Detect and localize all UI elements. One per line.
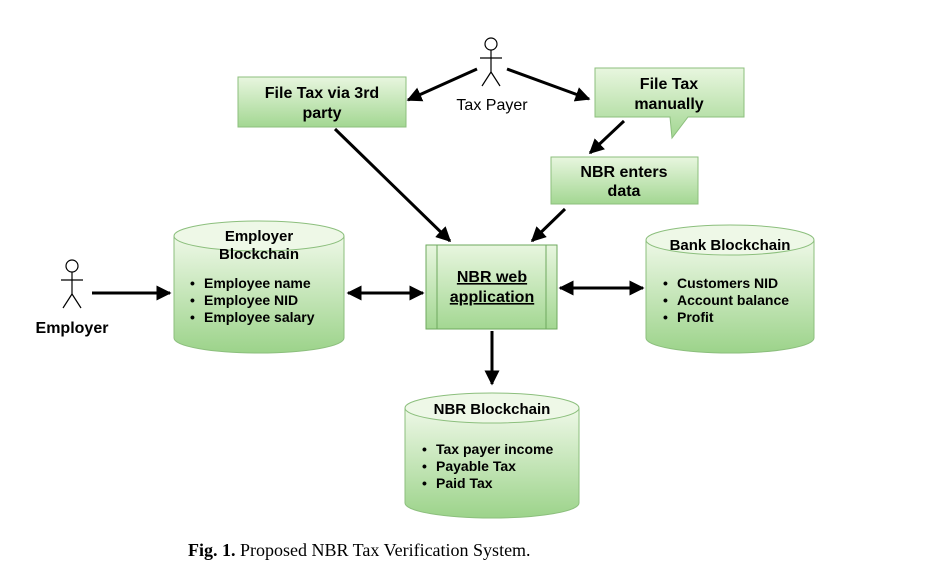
bullet-icon: • <box>663 309 668 325</box>
arrow-3rd-party-to-web-app <box>333 127 452 243</box>
bank-blockchain-title: Bank Blockchain <box>670 237 791 254</box>
file-tax-3rd-party-line1: File Tax via 3rd <box>265 85 379 102</box>
arrow-manual-to-nbr-enters <box>588 119 626 155</box>
bullet-icon: • <box>190 292 195 308</box>
file-tax-3rd-party-box: File Tax via 3rd party <box>237 76 407 128</box>
bullet-icon: • <box>422 458 427 474</box>
employer-blockchain-title-line1: Employer <box>225 228 294 245</box>
nbr-blockchain-database: NBR Blockchain • Tax payer income • Paya… <box>404 392 580 519</box>
tax-payer-label: Tax Payer <box>456 97 528 114</box>
list-item: Employee name <box>204 275 311 291</box>
employer-actor: Employer <box>36 259 109 337</box>
bank-blockchain-database: Bank Blockchain • Customers NID • Accoun… <box>645 224 815 354</box>
nbr-enters-data-line2: data <box>608 183 641 200</box>
bullet-icon: • <box>663 275 668 291</box>
bullet-icon: • <box>663 292 668 308</box>
connectors <box>92 67 645 386</box>
nbr-web-application-line2: application <box>450 289 534 306</box>
nbr-enters-data-line1: NBR enters <box>580 164 667 181</box>
arrow-nbr-enters-to-web-app <box>530 207 567 243</box>
employer-label: Employer <box>36 320 109 337</box>
list-item: Account balance <box>677 292 789 308</box>
nbr-web-application-line1: NBR web <box>457 269 527 286</box>
figure-caption-prefix: Fig. 1. <box>188 540 236 560</box>
nbr-web-application-box: NBR web application <box>425 244 558 330</box>
bullet-icon: • <box>190 309 195 325</box>
list-item: Profit <box>677 309 714 325</box>
nbr-enters-data-box: NBR enters data <box>550 156 699 205</box>
arrow-taxpayer-to-3rd-party <box>406 67 478 102</box>
tax-payer-actor: Tax Payer <box>456 37 528 114</box>
list-item: Employee NID <box>204 292 298 308</box>
bullet-icon: • <box>190 275 195 291</box>
list-item: Employee salary <box>204 309 315 325</box>
figure-caption-text: Proposed NBR Tax Verification System. <box>236 540 531 560</box>
employer-blockchain-title-line2: Blockchain <box>219 246 299 263</box>
stick-figure-icon <box>61 259 83 309</box>
file-tax-manually-line1: File Tax <box>640 76 698 93</box>
file-tax-manually-line2: manually <box>634 96 703 113</box>
nbr-blockchain-title: NBR Blockchain <box>434 401 551 418</box>
list-item: Payable Tax <box>436 458 516 474</box>
bullet-icon: • <box>422 475 427 491</box>
file-tax-manually-callout: File Tax manually <box>594 67 745 140</box>
stick-figure-icon <box>480 37 502 87</box>
figure-caption: Fig. 1. Proposed NBR Tax Verification Sy… <box>188 540 531 560</box>
list-item: Customers NID <box>677 275 778 291</box>
arrow-taxpayer-to-manual <box>506 67 591 102</box>
list-item: Tax payer income <box>436 441 553 457</box>
list-item: Paid Tax <box>436 475 493 491</box>
employer-blockchain-database: Employer Blockchain • Employee name • Em… <box>173 220 345 354</box>
bullet-icon: • <box>422 441 427 457</box>
file-tax-3rd-party-line2: party <box>302 105 341 122</box>
